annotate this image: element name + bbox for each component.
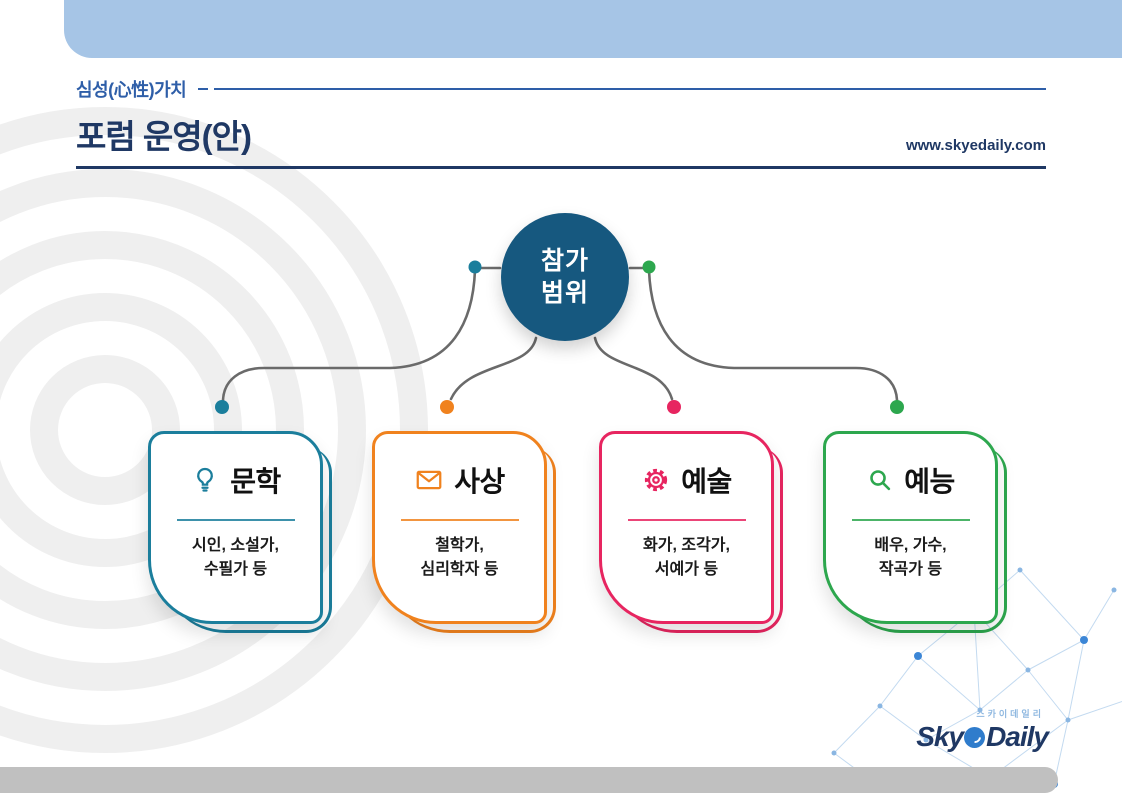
root-node-label-line2: 범위	[540, 279, 589, 307]
node-dot-green	[642, 260, 656, 274]
logo-sky-text: Sky	[916, 721, 964, 752]
kicker-text: 심성(心性)가치	[76, 80, 187, 100]
card-divider	[851, 519, 970, 521]
card-body: 예능 배우, 가수, 작곡가 등	[823, 431, 998, 624]
gear-icon	[641, 465, 671, 495]
bottom-accent-bar	[0, 767, 1058, 793]
card-echo-outline	[386, 447, 556, 633]
lightbulb-icon	[190, 465, 220, 495]
top-accent-bar	[64, 0, 1122, 58]
connector-literature	[221, 268, 477, 402]
branch-card-literature: 문학 시인, 소설가, 수필가 등	[148, 431, 332, 633]
card-title-row: 사상	[414, 460, 505, 500]
card-description: 화가, 조각가, 서예가 등	[643, 534, 730, 582]
card-description-line2: 심리학자 등	[420, 561, 499, 578]
website-url: www.skyedaily.com	[905, 137, 1046, 154]
card-dot-thought	[440, 400, 454, 414]
kicker-row: 심성(心性)가치	[76, 76, 1046, 102]
branch-card-art: 예술 화가, 조각가, 서예가 등	[599, 431, 783, 633]
card-description: 철학가, 심리학자 등	[420, 534, 498, 582]
search-icon	[866, 466, 894, 494]
card-body: 문학 시인, 소설가, 수필가 등	[148, 431, 323, 624]
header: 심성(心性)가치 포럼 운영(안) www.skyedaily.com	[76, 76, 1046, 169]
card-title: 문학	[230, 466, 281, 497]
card-description-line1: 배우, 가수,	[874, 537, 947, 554]
card-body: 예술 화가, 조각가, 서예가 등	[599, 431, 774, 624]
root-node-participation-scope: 참가 범위	[501, 213, 629, 341]
card-description: 배우, 가수, 작곡가 등	[874, 534, 946, 582]
card-dot-entertainment	[890, 400, 904, 414]
kicker-dash	[198, 88, 209, 90]
card-description-line2: 수필가 등	[203, 561, 268, 578]
card-divider	[400, 519, 519, 521]
node-dot-teal	[468, 260, 482, 274]
branch-card-entertainment: 예능 배우, 가수, 작곡가 등	[823, 431, 1007, 633]
card-title: 예능	[904, 466, 955, 497]
root-node-label-line1: 참가	[540, 247, 589, 275]
skydaily-logo: 스카이데일리 Sky Daily	[916, 707, 1049, 753]
card-echo-outline	[162, 447, 332, 633]
card-description-line2: 작곡가 등	[878, 561, 943, 578]
logo-korean-text: 스카이데일리	[976, 709, 1044, 719]
card-body: 사상 철학가, 심리학자 등	[372, 431, 547, 624]
card-title-row: 문학	[190, 460, 281, 500]
ripple-ring	[0, 107, 428, 753]
card-divider	[176, 519, 295, 521]
card-description-line1: 화가, 조각가,	[643, 537, 730, 554]
card-description-line1: 시인, 소설가,	[192, 537, 279, 554]
title-rule	[76, 166, 1046, 169]
connector-art	[593, 336, 674, 401]
logo-daily-text: Daily	[986, 721, 1049, 752]
connector-entertainment	[647, 268, 899, 402]
card-title-row: 예능	[866, 460, 955, 500]
card-description-line2: 서예가 등	[654, 561, 719, 578]
card-dot-literature	[215, 400, 229, 414]
branch-card-thought: 사상 철학가, 심리학자 등	[372, 431, 556, 633]
card-title-row: 예술	[641, 460, 732, 500]
card-divider	[627, 519, 746, 521]
globe-icon	[964, 726, 986, 748]
card-dot-art	[667, 400, 681, 414]
card-echo-outline	[613, 447, 783, 633]
card-description: 시인, 소설가, 수필가 등	[192, 534, 279, 582]
card-title: 사상	[454, 466, 505, 497]
logo-row: Sky Daily	[916, 721, 1049, 753]
envelope-icon	[414, 465, 444, 495]
kicker-line	[214, 88, 1046, 90]
title-row: 포럼 운영(안) www.skyedaily.com	[76, 110, 1046, 158]
page-title: 포럼 운영(안)	[76, 118, 252, 155]
card-description-line1: 철학가,	[435, 537, 484, 554]
connector-thought	[449, 336, 538, 401]
card-title: 예술	[681, 466, 732, 497]
card-echo-outline	[837, 447, 1007, 633]
